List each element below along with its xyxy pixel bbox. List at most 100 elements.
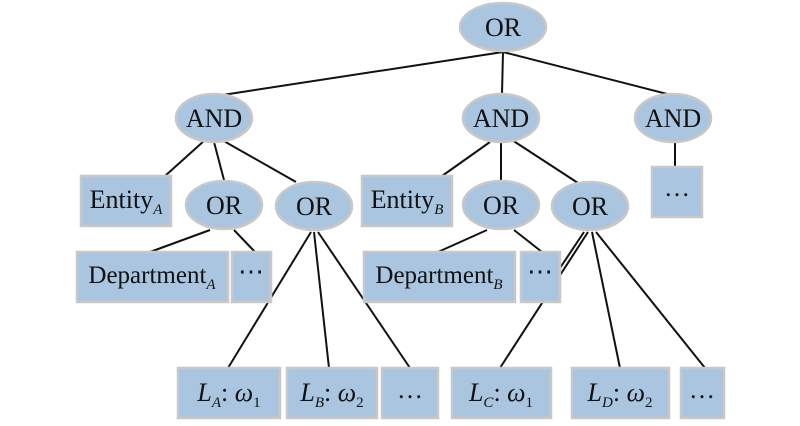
or-node-a2-shape xyxy=(274,180,354,232)
leaf-a2-wsub: 2 xyxy=(356,395,364,411)
ellipsis-node-c-label: … xyxy=(664,173,690,202)
and-node-c-shape xyxy=(633,92,713,144)
entity-a-label: EntityA xyxy=(90,185,164,218)
entity-a-sub: A xyxy=(152,202,163,218)
leaf-a1-shape xyxy=(176,366,282,420)
edge-or-b2-side xyxy=(559,231,585,269)
root-or-node: OR xyxy=(458,1,548,53)
root-or-label: OR xyxy=(485,13,522,42)
entity-b-sub: B xyxy=(434,202,443,218)
or-node-a2-label: OR xyxy=(296,192,333,221)
leaf-a2-shape xyxy=(285,366,379,420)
edge-and-b-entity-b xyxy=(441,141,491,177)
entity-b-node: EntityB xyxy=(360,174,454,228)
root-or-shape xyxy=(458,1,548,53)
ellipsis-node-b2-label: … xyxy=(689,375,715,404)
ellipsis-node-b2-shape xyxy=(679,366,726,420)
leaf-b2-shape xyxy=(570,366,671,420)
edge-or-a2-leaf-a2 xyxy=(313,231,330,369)
or-node-b2: OR xyxy=(550,180,630,232)
edge-and-a-or-a2 xyxy=(221,139,297,183)
leaf-a2-sep: : xyxy=(324,378,338,407)
and-node-b: AND xyxy=(461,92,541,144)
ellipsis-node-b1-label: ⋯ xyxy=(527,257,553,286)
ellipsis-node-a2-shape xyxy=(380,366,440,420)
edge-or-b2-ellipsis xyxy=(595,231,706,369)
leaf-b2-l: L xyxy=(587,378,602,407)
leaf-b1-sep: : xyxy=(493,378,507,407)
department-b-base: Department xyxy=(375,262,493,289)
leaf-b1-w: ω xyxy=(507,378,525,407)
edge-and-a-entity-a xyxy=(164,139,206,177)
department-a-sub: A xyxy=(205,277,216,293)
ellipsis-node-a2-label: … xyxy=(397,375,423,404)
leaf-a2-w: ω xyxy=(338,378,356,407)
edge-or-a1-ellipsis xyxy=(233,229,256,253)
leaf-b2-wsub: 2 xyxy=(645,395,653,411)
entity-a-shape xyxy=(79,174,173,228)
leaf-a1-sep: : xyxy=(221,378,235,407)
and-node-b-label: AND xyxy=(473,104,529,133)
or-node-b1-label: OR xyxy=(483,191,520,220)
leaf-a1-lsub: A xyxy=(211,395,222,411)
or-node-a1-label: OR xyxy=(206,191,243,220)
entity-b-label: EntityB xyxy=(371,185,444,218)
entity-a-base: Entity xyxy=(90,185,154,214)
leaf-b2-w: ω xyxy=(627,378,645,407)
leaf-b2-label: LD: ω2 xyxy=(587,378,653,411)
ellipsis-node-a1: ⋯ xyxy=(230,250,273,304)
ellipsis-node-a1-shape xyxy=(230,250,273,304)
department-a-base: Department xyxy=(88,262,206,289)
or-node-a1: OR xyxy=(184,179,264,231)
ellipsis-node-b1: ⋯ xyxy=(519,250,562,304)
or-node-b2-shape xyxy=(550,180,630,232)
department-a-shape xyxy=(75,250,230,304)
ellipsis-node-c: … xyxy=(650,165,704,219)
leaf-b2-sep: : xyxy=(613,378,627,407)
and-node-a-shape xyxy=(174,92,254,144)
entity-b-base: Entity xyxy=(371,185,435,214)
ellipsis-node-a2: … xyxy=(380,366,440,420)
department-b-node: DepartmentB xyxy=(362,250,517,304)
leaf-b1-node: LC: ω1 xyxy=(450,366,553,420)
leaf-b1-shape xyxy=(450,366,553,420)
leaf-b1-lsub: C xyxy=(483,395,494,411)
ellipsis-node-a1-label: ⋯ xyxy=(238,257,264,286)
entity-b-shape xyxy=(360,174,454,228)
and-node-c: AND xyxy=(633,92,713,144)
or-node-b2-label: OR xyxy=(572,192,609,221)
leaf-b1-l: L xyxy=(468,378,483,407)
department-a-node: DepartmentA xyxy=(75,250,230,304)
edge-or-b2-leaf-b2 xyxy=(591,231,621,369)
edge-root-and-c xyxy=(502,51,676,97)
and-node-a-label: AND xyxy=(186,104,242,133)
leaf-a2-l: L xyxy=(299,378,314,407)
leaf-a1-label: LA: ω1 xyxy=(196,378,260,411)
entity-a-node: EntityA xyxy=(79,174,173,228)
leaf-b2-node: LD: ω2 xyxy=(570,366,671,420)
leaf-b2-lsub: D xyxy=(601,395,613,411)
ellipsis-node-b1-shape xyxy=(519,250,562,304)
or-node-b1: OR xyxy=(461,179,541,231)
edge-or-a1-department-a xyxy=(149,229,211,253)
leaf-a1-node: LA: ω1 xyxy=(176,366,282,420)
leaf-b1-label: LC: ω1 xyxy=(468,378,533,411)
leaf-a1-l: L xyxy=(196,378,211,407)
and-node-c-label: AND xyxy=(645,104,701,133)
ellipsis-node-b2: … xyxy=(679,366,726,420)
department-a-label: DepartmentA xyxy=(88,262,216,293)
leaf-a2-lsub: B xyxy=(315,395,324,411)
edge-root-and-b xyxy=(501,51,504,95)
or-node-b1-shape xyxy=(461,179,541,231)
leaf-a2-node: LB: ω2 xyxy=(285,366,379,420)
and-node-b-shape xyxy=(461,92,541,144)
or-node-a1-shape xyxy=(184,179,264,231)
edge-and-a-or-a1 xyxy=(213,141,225,181)
leaf-a1-w: ω xyxy=(235,378,253,407)
edge-root-and-a xyxy=(215,51,504,97)
department-b-label: DepartmentB xyxy=(375,262,502,293)
department-b-shape xyxy=(362,250,517,304)
leaf-a2-label: LB: ω2 xyxy=(299,378,363,411)
leaf-a1-wsub: 1 xyxy=(253,395,261,411)
